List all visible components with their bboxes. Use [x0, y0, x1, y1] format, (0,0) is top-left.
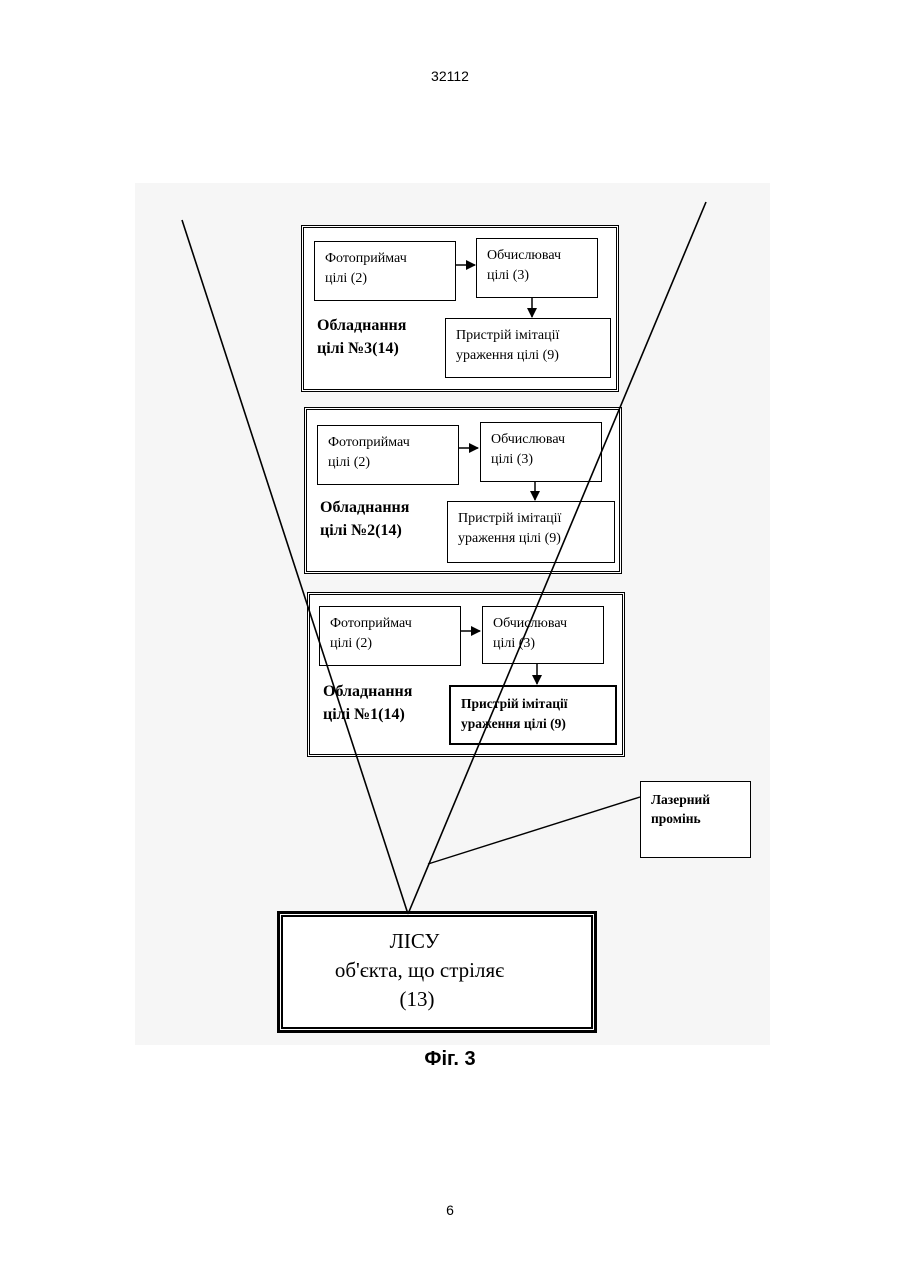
lisu-subtitle: об'єкта, що стріляє: [283, 956, 591, 985]
imitation-label-line1: Пристрій імітації: [458, 509, 604, 529]
equipment-label: Обладнання цілі №3(14): [317, 314, 406, 360]
calculator-label-line2: цілі (3): [487, 266, 587, 286]
imitation-device-box: Пристрій імітації ураження цілі (9): [445, 318, 611, 378]
imitation-label-line2: ураження цілі (9): [461, 714, 605, 734]
page-number-top: 32112: [0, 68, 900, 84]
photoreceiver-label-line1: Фотоприймач: [330, 614, 450, 634]
equipment-block-1: Фотоприймач цілі (2) Обчислювач цілі (3)…: [307, 592, 625, 757]
photoreceiver-box: Фотоприймач цілі (2): [314, 241, 456, 301]
photoreceiver-label-line2: цілі (2): [330, 634, 450, 654]
calculator-label-line1: Обчислювач: [487, 246, 587, 266]
imitation-device-box: Пристрій імітації ураження цілі (9): [449, 685, 617, 745]
equipment-label: Обладнання цілі №1(14): [323, 680, 412, 726]
photoreceiver-label-line1: Фотоприймач: [325, 249, 445, 269]
equipment-block-2: Фотоприймач цілі (2) Обчислювач цілі (3)…: [304, 407, 622, 574]
imitation-device-box: Пристрій імітації ураження цілі (9): [447, 501, 615, 563]
equipment-block-3: Фотоприймач цілі (2) Обчислювач цілі (3)…: [301, 225, 619, 392]
imitation-label-line1: Пристрій імітації: [461, 694, 605, 714]
lisu-number: (13): [283, 985, 591, 1014]
calculator-label-line2: цілі (3): [493, 634, 593, 654]
laser-beam-callout: Лазерний промінь: [640, 781, 751, 858]
calculator-box: Обчислювач цілі (3): [482, 606, 604, 664]
laser-label-line1: Лазерний: [651, 790, 740, 809]
lisu-title: ЛІСУ: [283, 927, 591, 956]
page-number-bottom: 6: [0, 1202, 900, 1218]
lisu-firing-object-box: ЛІСУ об'єкта, що стріляє (13): [278, 912, 596, 1032]
imitation-label-line2: ураження цілі (9): [456, 346, 600, 366]
calculator-label-line2: цілі (3): [491, 450, 591, 470]
laser-label-line2: промінь: [651, 809, 740, 828]
photoreceiver-label-line2: цілі (2): [328, 453, 448, 473]
equipment-label: Обладнання цілі №2(14): [320, 496, 409, 542]
photoreceiver-label-line2: цілі (2): [325, 269, 445, 289]
imitation-label-line2: ураження цілі (9): [458, 529, 604, 549]
photoreceiver-box: Фотоприймач цілі (2): [319, 606, 461, 666]
calculator-box: Обчислювач цілі (3): [476, 238, 598, 298]
photoreceiver-box: Фотоприймач цілі (2): [317, 425, 459, 485]
photoreceiver-label-line1: Фотоприймач: [328, 433, 448, 453]
calculator-label-line1: Обчислювач: [491, 430, 591, 450]
calculator-label-line1: Обчислювач: [493, 614, 593, 634]
imitation-label-line1: Пристрій імітації: [456, 326, 600, 346]
figure-caption: Фіг. 3: [0, 1048, 900, 1071]
calculator-box: Обчислювач цілі (3): [480, 422, 602, 482]
